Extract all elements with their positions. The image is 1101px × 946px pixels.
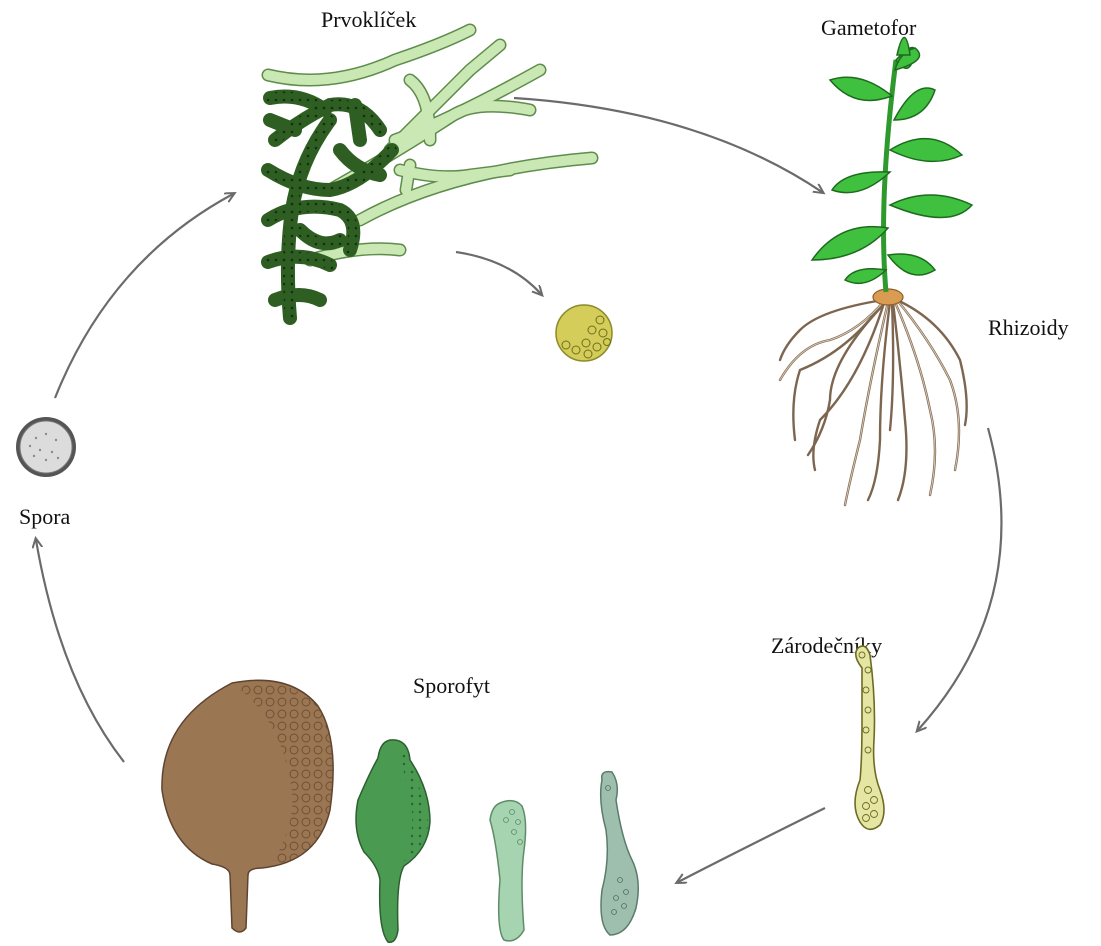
- sporophyte-illustration: [162, 680, 638, 942]
- arrow-gametophore-to-gametangia: [918, 428, 1001, 730]
- label-spore: Spora: [19, 504, 71, 529]
- spore-illustration: [16, 417, 76, 477]
- protonema-illustration: [268, 30, 592, 318]
- arrow-sporophyte-to-spore: [36, 540, 124, 762]
- sporophyte-green-stage: [356, 740, 430, 942]
- arrow-gametangia-to-sporophyte: [678, 808, 825, 882]
- sporophyte-mature-capsule: [162, 680, 333, 932]
- gametophore-illustration: [780, 38, 972, 506]
- bud-illustration: [556, 305, 612, 361]
- rhizoids-illustration: [780, 300, 967, 505]
- label-protonema: Prvoklíček: [321, 7, 416, 32]
- sporophyte-pale-stage: [490, 801, 526, 941]
- arrow-spore-to-protonema: [55, 194, 233, 398]
- label-sporophyte: Sporofyt: [413, 673, 490, 698]
- gametangia-illustration: [855, 646, 884, 829]
- label-rhizoids: Rhizoidy: [988, 315, 1069, 340]
- label-gametophore: Gametofor: [821, 15, 917, 40]
- arrow-protonema-to-bud: [456, 252, 541, 294]
- arrow-protonema-to-gametophore: [514, 98, 822, 192]
- sporophyte-grey-stage: [601, 772, 639, 935]
